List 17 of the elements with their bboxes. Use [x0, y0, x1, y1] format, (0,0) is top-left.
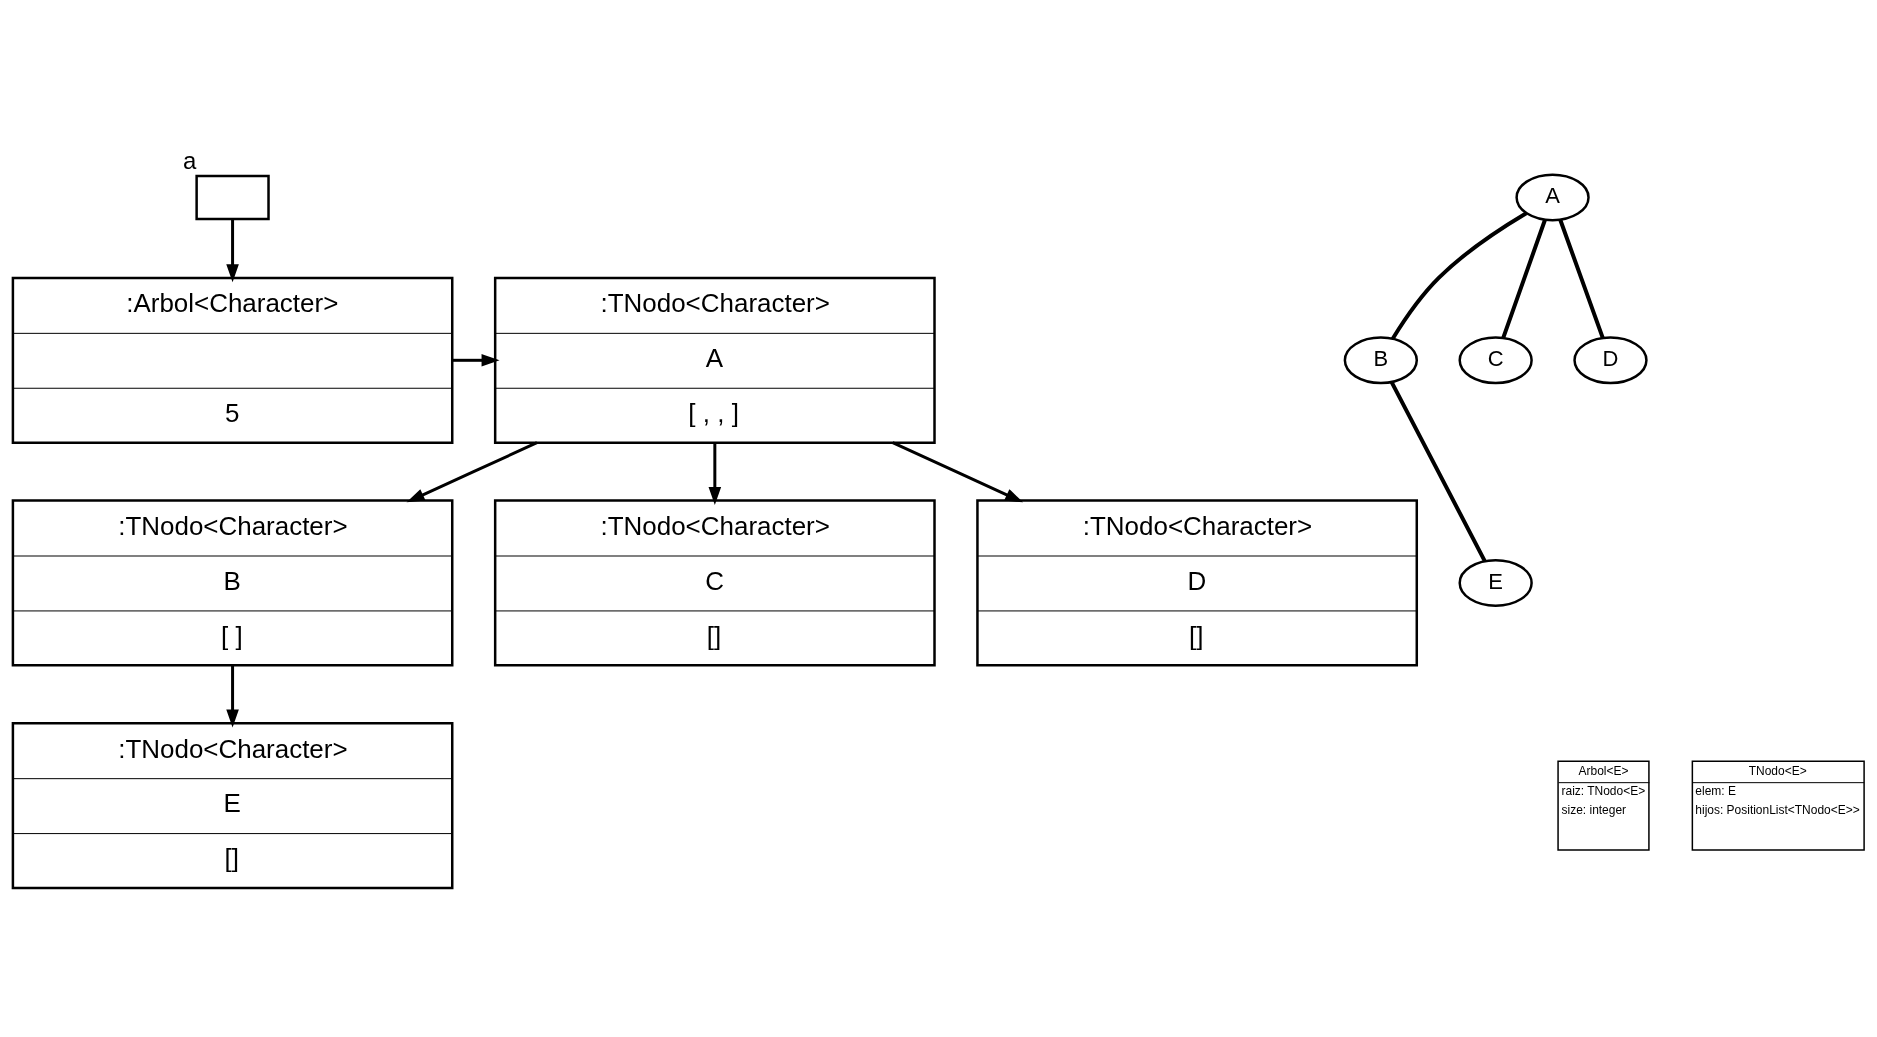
- connector: [1389, 380, 1487, 562]
- node-ellipse: E: [1458, 558, 1533, 607]
- node-ellipse: B: [1343, 335, 1419, 384]
- node-label: a: [182, 146, 197, 174]
- node-ellipse: A: [1515, 172, 1590, 221]
- arrow: [892, 440, 1024, 502]
- arrow: [226, 218, 239, 282]
- arrow: [452, 353, 500, 367]
- connector: [1558, 218, 1605, 339]
- arrow: [406, 440, 538, 502]
- arrow: [226, 665, 239, 728]
- node-box: [195, 174, 270, 220]
- node-ellipse: D: [1573, 335, 1648, 384]
- connector: [1391, 211, 1528, 340]
- connector: [1501, 218, 1547, 339]
- arrow: [708, 442, 722, 505]
- node-ellipse: C: [1458, 335, 1533, 384]
